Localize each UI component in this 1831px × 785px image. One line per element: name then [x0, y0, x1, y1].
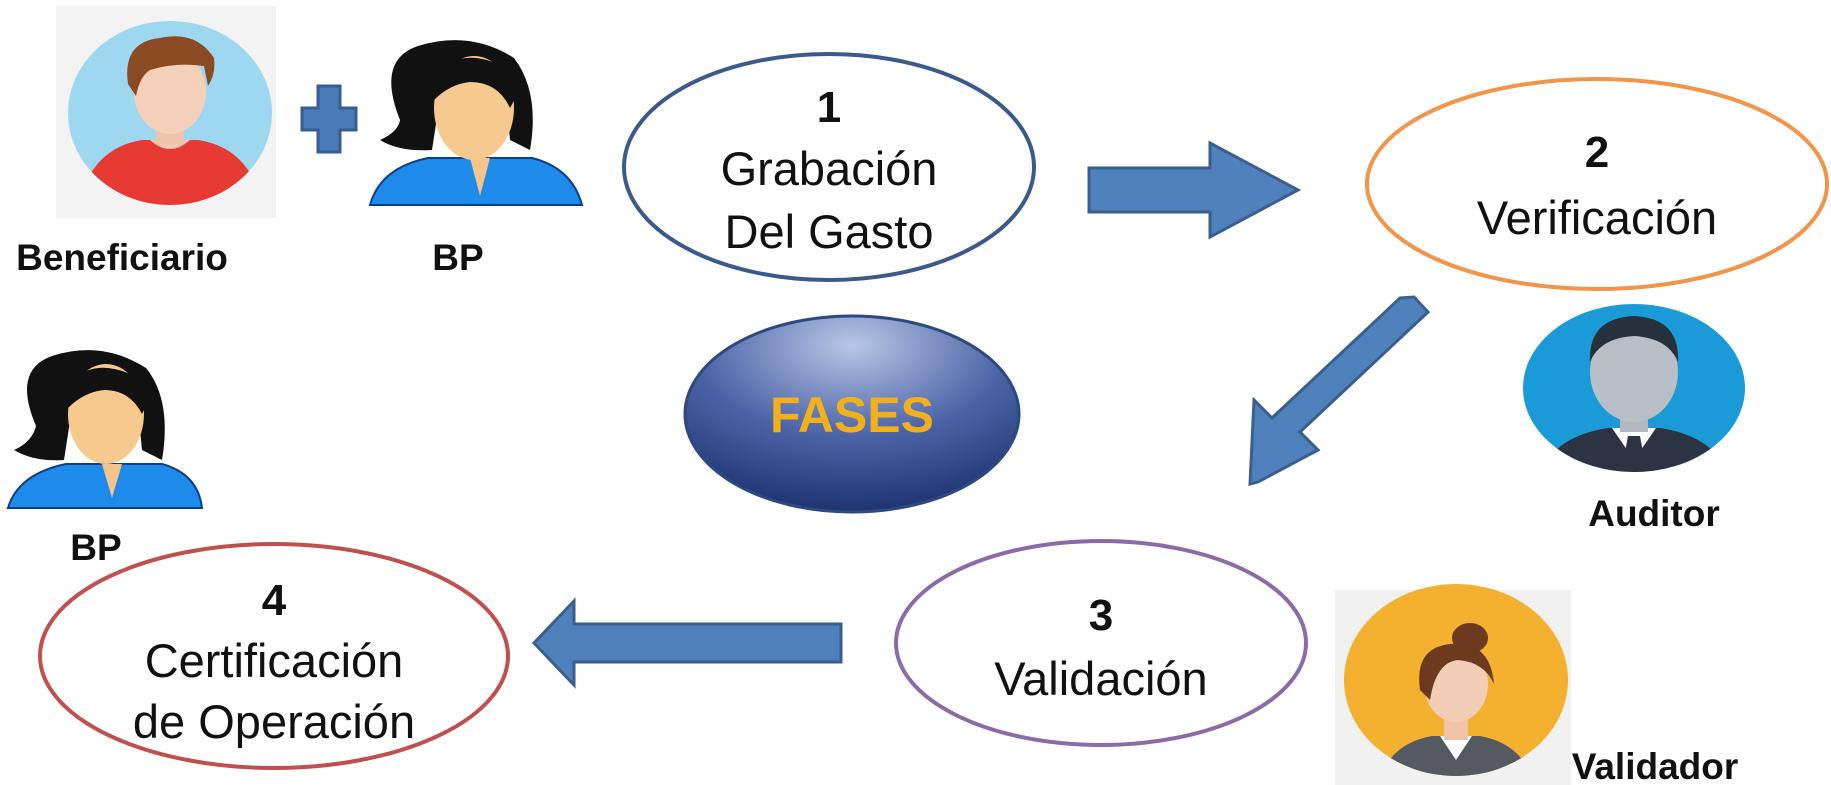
- phase-4-title-line2: de Operación: [133, 695, 415, 748]
- plus-icon: [300, 84, 358, 154]
- phase-3-title: Validación: [994, 652, 1207, 705]
- phase-4-title-line1: Certificación: [145, 634, 404, 687]
- fases-label: FASES: [770, 387, 934, 443]
- arrow-right-icon: [1087, 140, 1302, 240]
- auditor-label: Auditor: [1588, 493, 1720, 534]
- phase-2-number: 2: [1585, 128, 1609, 177]
- phase-3-number: 3: [1089, 591, 1113, 640]
- phase-1-title-line2: Del Gasto: [725, 205, 934, 258]
- businessman-avatar-icon: [1523, 304, 1745, 472]
- bp-label-left: BP: [70, 527, 121, 568]
- arrow-left-icon: [531, 597, 843, 689]
- fases-center: FASES: [683, 314, 1021, 514]
- beneficiary-avatar-icon: [56, 6, 276, 218]
- phase-1: 1 Grabación Del Gasto: [622, 52, 1036, 282]
- phase-1-title-line1: Grabación: [721, 142, 938, 195]
- beneficiary-label: Beneficiario: [16, 237, 228, 278]
- arrow-down-left-icon: [1248, 295, 1431, 486]
- validador-label: Validador: [1572, 746, 1739, 785]
- woman-avatar-icon: [6, 350, 204, 509]
- phase-1-number: 1: [817, 83, 841, 132]
- woman-avatar-icon: [368, 40, 584, 206]
- phase-4: 4 Certificación de Operación: [38, 542, 510, 770]
- bp-label-top: BP: [432, 237, 483, 278]
- phase-4-number: 4: [262, 576, 287, 625]
- phase-3: 3 Validación: [894, 539, 1308, 747]
- phase-2: 2 Verificación: [1365, 77, 1829, 291]
- businesswoman-avatar-icon: [1335, 584, 1571, 785]
- phase-2-title: Verificación: [1477, 191, 1717, 244]
